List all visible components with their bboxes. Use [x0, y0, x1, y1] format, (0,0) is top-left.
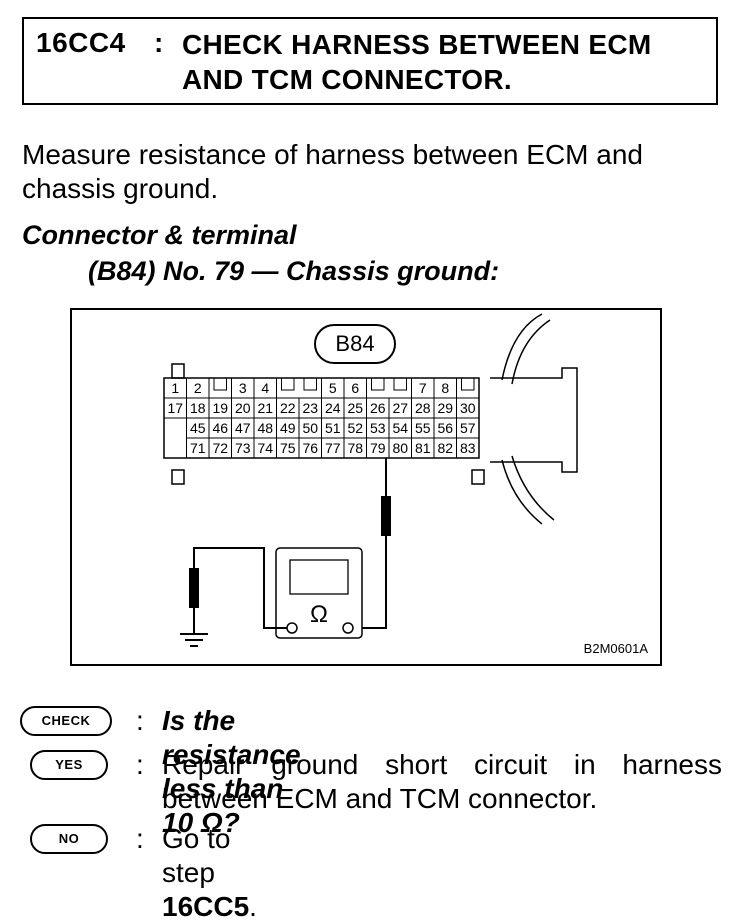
terminal-label-4: 4 [261, 380, 269, 396]
connector-key-notch [303, 378, 317, 391]
terminal-label-56: 56 [437, 420, 453, 436]
terminal-label-21: 21 [257, 400, 273, 416]
ohmmeter-display [289, 559, 349, 595]
terminal-cell-83 [456, 437, 480, 459]
terminal-label-5: 5 [329, 380, 337, 396]
step-title: CHECK HARNESS BETWEEN ECM AND TCM CONNEC… [182, 29, 652, 95]
terminal-label-75: 75 [280, 440, 296, 456]
terminal-label-83: 83 [460, 440, 476, 456]
connector-terminal-detail: (B84) No. 79 — Chassis ground: [88, 256, 500, 286]
terminal-label-74: 74 [257, 440, 273, 456]
ground-probe [189, 568, 199, 608]
check-colon: : [136, 705, 144, 736]
terminal-label-51: 51 [325, 420, 341, 436]
no-action-prefix: Go to step [162, 823, 231, 888]
terminal-label-25: 25 [347, 400, 363, 416]
terminal-label-52: 52 [347, 420, 363, 436]
terminal-label-79: 79 [370, 440, 386, 456]
terminal-label-76: 76 [302, 440, 318, 456]
harness-line-1 [501, 313, 543, 381]
terminal-label-18: 18 [190, 400, 206, 416]
terminal-label-54: 54 [392, 420, 408, 436]
yes-badge: YES [30, 750, 108, 780]
connector-key-notch [461, 378, 475, 391]
terminal-label-17: 17 [167, 400, 183, 416]
terminal-label-20: 20 [235, 400, 251, 416]
terminal-label-71: 71 [190, 440, 206, 456]
terminal-label-49: 49 [280, 420, 296, 436]
ground-lead [193, 547, 287, 629]
connector-key-notch [371, 378, 385, 391]
terminal-label-22: 22 [280, 400, 296, 416]
ohm-symbol: Ω [310, 601, 328, 628]
connector-tab-bottom-right [471, 469, 485, 485]
terminal-label-78: 78 [347, 440, 363, 456]
harness-line-4 [511, 455, 555, 521]
ohmmeter-body [275, 547, 363, 639]
terminal-label-48: 48 [257, 420, 273, 436]
yes-colon: : [136, 749, 144, 780]
terminal-label-2: 2 [194, 380, 202, 396]
terminal-label-45: 45 [190, 420, 206, 436]
terminal-label-47: 47 [235, 420, 251, 436]
no-colon: : [136, 823, 144, 854]
connector-tab-left [171, 363, 185, 379]
terminal-label-3: 3 [239, 380, 247, 396]
terminal-label-30: 30 [460, 400, 476, 416]
ohmmeter-terminal-left [286, 622, 298, 634]
check-question: Is the resistance less than 10 Ω? [162, 705, 301, 838]
terminal-label-23: 23 [302, 400, 318, 416]
terminal-label-29: 29 [437, 400, 453, 416]
terminal-label-1: 1 [171, 380, 179, 396]
terminal-label-82: 82 [437, 440, 453, 456]
harness-plug [490, 367, 578, 473]
terminal-label-55: 55 [415, 420, 431, 436]
terminal-label-6: 6 [351, 380, 359, 396]
step-header: 16CC4 : CHECK HARNESS BETWEEN ECM AND TC… [22, 17, 718, 105]
no-action-suffix: . [249, 891, 257, 922]
check-badge: CHECK [20, 706, 112, 736]
connector-id-label: B84 [314, 324, 396, 364]
terminal-label-8: 8 [441, 380, 449, 396]
no-badge: NO [30, 824, 108, 854]
next-step-link[interactable]: 16CC5 [162, 891, 250, 922]
terminal-label-46: 46 [212, 420, 228, 436]
figure-code: B2M0601A [583, 641, 648, 656]
terminal-label-27: 27 [392, 400, 408, 416]
terminal-label-26: 26 [370, 400, 386, 416]
terminal-label-53: 53 [370, 420, 386, 436]
harness-line-2 [511, 319, 551, 385]
probe-wire-down [356, 536, 387, 629]
step-id: 16CC4 [36, 27, 126, 58]
connector-key-notch [213, 378, 227, 391]
terminal-label-77: 77 [325, 440, 341, 456]
ohmmeter-terminal-right [342, 622, 354, 634]
no-action: Go to step 16CC5. [162, 822, 257, 924]
probe-tip-79 [381, 496, 391, 536]
instruction-text: Measure resistance of harness between EC… [22, 139, 643, 204]
terminal-label-80: 80 [392, 440, 408, 456]
connector-terminal-label: Connector & terminal [22, 220, 297, 250]
connector-key-notch [393, 378, 407, 391]
terminal-label-24: 24 [325, 400, 341, 416]
terminal-label-81: 81 [415, 440, 431, 456]
terminal-label-28: 28 [415, 400, 431, 416]
connector-key-notch [281, 378, 295, 391]
terminal-label-57: 57 [460, 420, 476, 436]
terminal-label-73: 73 [235, 440, 251, 456]
step-colon: : [154, 27, 164, 58]
terminal-label-19: 19 [212, 400, 228, 416]
terminal-label-50: 50 [302, 420, 318, 436]
terminal-label-72: 72 [212, 440, 228, 456]
connector-tab-bottom-left [171, 469, 185, 485]
harness-line-3 [501, 459, 543, 525]
terminal-label-7: 7 [419, 380, 427, 396]
yes-action: Repair ground short circuit in harness b… [162, 749, 722, 814]
